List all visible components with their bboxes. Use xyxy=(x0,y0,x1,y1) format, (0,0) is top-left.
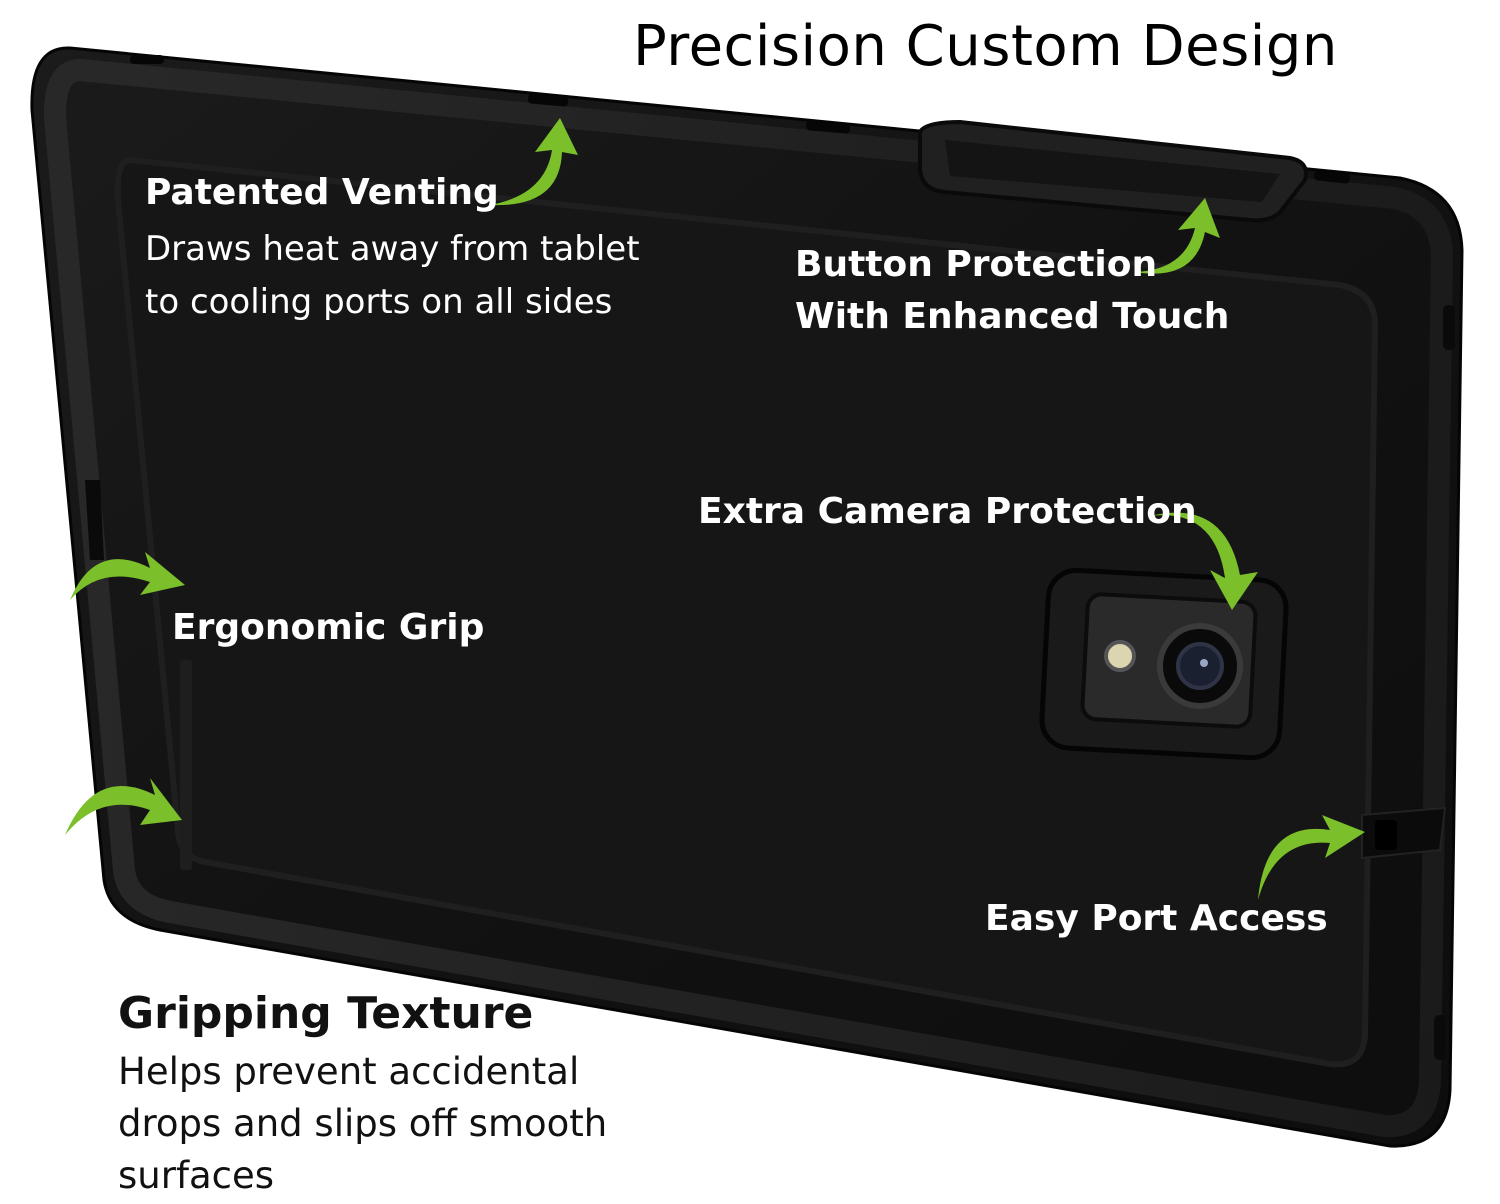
brand-emboss xyxy=(180,660,192,870)
case-inner-panel xyxy=(114,156,1379,1068)
venting-line-1: Draws heat away from tablet xyxy=(145,229,640,269)
camera-lens-glint xyxy=(1200,659,1208,667)
port-opening xyxy=(1375,820,1397,850)
texture-line-2: drops and slips off smooth xyxy=(118,1102,608,1145)
curved-arrow-icon xyxy=(1135,198,1220,274)
grip-heading: Ergonomic Grip xyxy=(172,607,485,648)
vent-slot xyxy=(130,55,164,64)
port-cutout xyxy=(1361,806,1447,860)
camera-heading: Extra Camera Protection xyxy=(698,491,1197,532)
side-button xyxy=(1443,305,1455,350)
texture-heading: Gripping Texture xyxy=(118,988,534,1039)
vent-slot xyxy=(527,93,569,107)
curved-arrow-icon xyxy=(70,552,185,600)
venting-line-2: to cooling ports on all sides xyxy=(145,282,613,322)
camera-lens xyxy=(1176,642,1224,690)
case-rim xyxy=(43,58,1454,1138)
texture-line-3: surfaces xyxy=(118,1154,275,1197)
curved-arrow-icon xyxy=(65,778,182,835)
curved-arrow-icon xyxy=(490,118,578,206)
camera-flash xyxy=(1104,640,1136,672)
button-protection-line-1: Button Protection xyxy=(795,244,1158,285)
curved-arrow-icon xyxy=(1258,815,1365,900)
arrows xyxy=(65,118,1365,900)
page-title: Precision Custom Design xyxy=(633,14,1338,79)
venting-heading: Patented Venting xyxy=(145,172,499,213)
side-button xyxy=(1434,1015,1446,1060)
vent-slot xyxy=(805,120,851,134)
left-side-cutout xyxy=(85,480,104,560)
button-protector-recess xyxy=(945,140,1280,202)
texture-line-1: Helps prevent accidental xyxy=(118,1050,580,1093)
button-protection-line-2: With Enhanced Touch xyxy=(795,296,1230,337)
vent-slot xyxy=(1313,170,1351,184)
port-heading: Easy Port Access xyxy=(985,898,1328,939)
curved-arrow-icon xyxy=(1150,512,1258,610)
